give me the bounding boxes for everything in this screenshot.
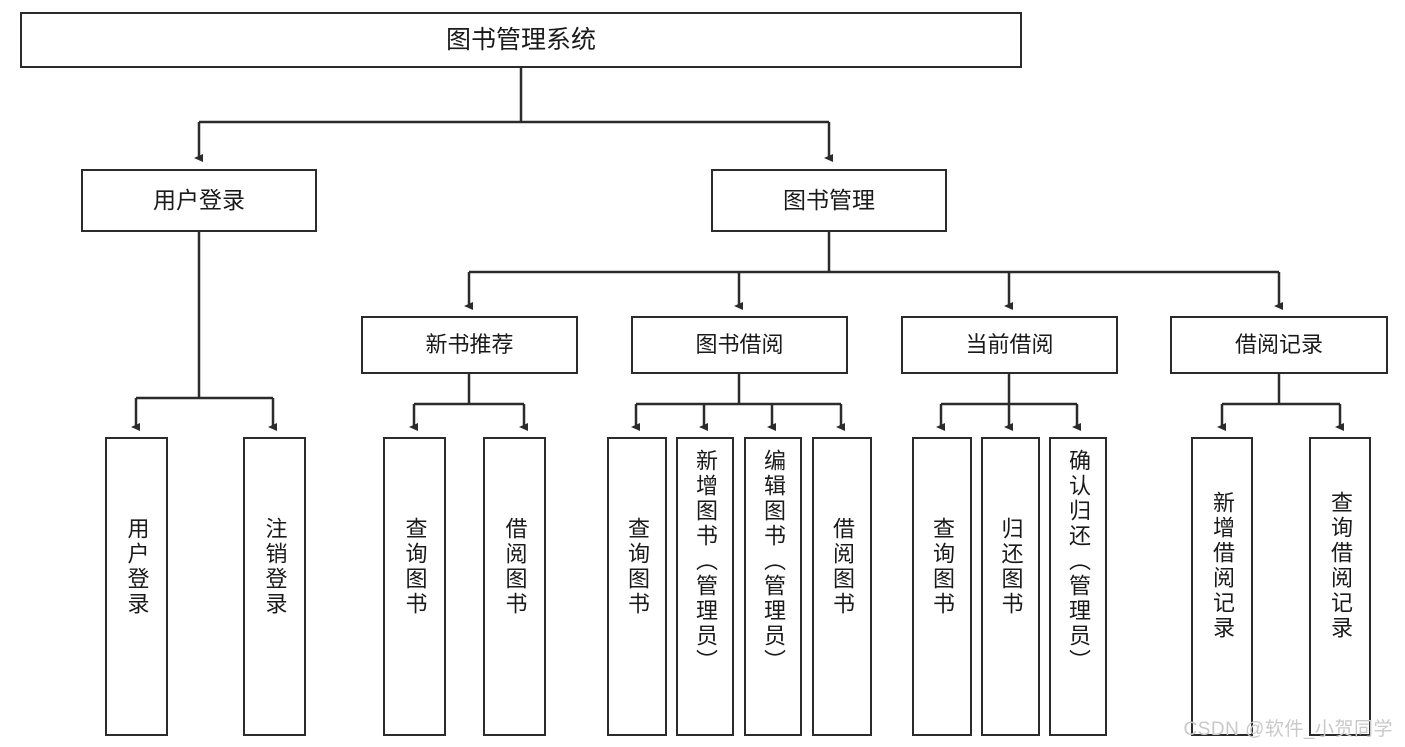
node-label: 新增图书（管理员） — [693, 449, 718, 674]
node-label: 用户登录 — [153, 187, 245, 214]
node-label: 借阅图书 — [830, 517, 855, 617]
node-label: 归还图书 — [998, 517, 1024, 617]
node-label: 确认归还（管理员） — [1066, 449, 1091, 674]
leaf-confirm-return[interactable]: 确认归还（管理员） — [1049, 437, 1107, 736]
node-label: 查询借阅记录 — [1328, 491, 1353, 641]
watermark-text: CSDN @软件_小贺同学 — [1183, 719, 1393, 740]
node-label: 借阅图书 — [502, 517, 528, 617]
node-book-borrow[interactable]: 图书借阅 — [631, 316, 848, 374]
node-label: 图书管理 — [783, 187, 875, 214]
node-current-borrow[interactable]: 当前借阅 — [901, 316, 1118, 374]
leaf-query-record[interactable]: 查询借阅记录 — [1309, 437, 1371, 736]
node-label: 查询图书 — [402, 517, 428, 617]
node-label: 图书管理系统 — [445, 25, 596, 54]
leaf-query-book-2[interactable]: 查询图书 — [607, 437, 667, 736]
node-user-login[interactable]: 用户登录 — [81, 169, 317, 232]
node-root-system[interactable]: 图书管理系统 — [20, 12, 1022, 68]
leaf-query-book-1[interactable]: 查询图书 — [383, 437, 446, 736]
node-label: 图书借阅 — [695, 332, 784, 358]
leaf-edit-book[interactable]: 编辑图书（管理员） — [744, 437, 802, 736]
node-new-book-recommend[interactable]: 新书推荐 — [361, 316, 578, 374]
leaf-user-logout[interactable]: 注销登录 — [243, 437, 306, 736]
leaf-add-book[interactable]: 新增图书（管理员） — [676, 437, 734, 736]
node-borrow-record[interactable]: 借阅记录 — [1170, 316, 1388, 374]
node-label: 注销登录 — [262, 517, 288, 617]
node-label: 编辑图书（管理员） — [761, 449, 786, 674]
node-label: 查询图书 — [930, 517, 955, 617]
node-label: 当前借阅 — [965, 332, 1054, 358]
node-label: 新书推荐 — [425, 332, 514, 358]
leaf-borrow-book-2[interactable]: 借阅图书 — [812, 437, 872, 736]
leaf-user-login[interactable]: 用户登录 — [105, 437, 168, 736]
node-label: 借阅记录 — [1234, 332, 1323, 358]
node-label: 查询图书 — [625, 517, 650, 617]
leaf-add-record[interactable]: 新增借阅记录 — [1191, 437, 1253, 736]
leaf-return-book[interactable]: 归还图书 — [981, 437, 1040, 736]
node-book-manage[interactable]: 图书管理 — [711, 169, 947, 232]
node-label: 用户登录 — [124, 517, 150, 617]
leaf-borrow-book-1[interactable]: 借阅图书 — [483, 437, 546, 736]
leaf-query-book-3[interactable]: 查询图书 — [912, 437, 972, 736]
node-label: 新增借阅记录 — [1210, 491, 1235, 641]
